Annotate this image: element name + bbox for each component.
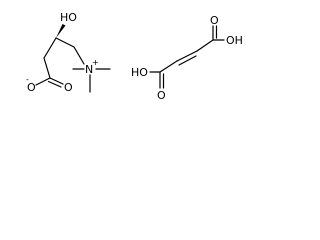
right-hydroxyl-label: OH: [226, 34, 243, 47]
carboxylate-charge-label: -: [26, 75, 29, 84]
carboxylate-oxygen-charged-label: O: [27, 81, 36, 94]
bond-alkene-right-c: [196, 39, 214, 52]
left-hydroxyl-label: HO: [131, 66, 148, 79]
bond-c3-c4: [43, 57, 51, 79]
ammonium-charge-label: +: [92, 58, 99, 67]
bond-c4-o-double-a: [49, 77, 64, 85]
fumaric-acid-molecule: HO O O OH: [131, 14, 243, 102]
right-carbonyl-oxygen-label: O: [210, 14, 219, 27]
bond-alkene-b: [178, 55, 197, 66]
bond-left-c-alkene: [159, 60, 178, 73]
stereo-wedge-bond: [56, 24, 66, 38]
bond-c2-c3: [43, 37, 57, 59]
bond-c1-n: [73, 46, 85, 65]
ammonium-nitrogen-label: N: [85, 63, 93, 76]
bond-c4-o-double-b: [47, 80, 62, 88]
structure-diagram: HO O O - N + HO O O OH: [26, 11, 243, 102]
bond-alkene-a: [176, 50, 198, 62]
left-carbonyl-oxygen-label: O: [157, 89, 166, 102]
carnitine-molecule: HO O O - N +: [26, 11, 111, 94]
bond-c4-ominus: [35, 77, 51, 86]
hydroxyl-label: HO: [60, 11, 77, 24]
bond-c2-c1: [55, 37, 75, 48]
carboxylate-oxygen-label: O: [64, 81, 73, 94]
